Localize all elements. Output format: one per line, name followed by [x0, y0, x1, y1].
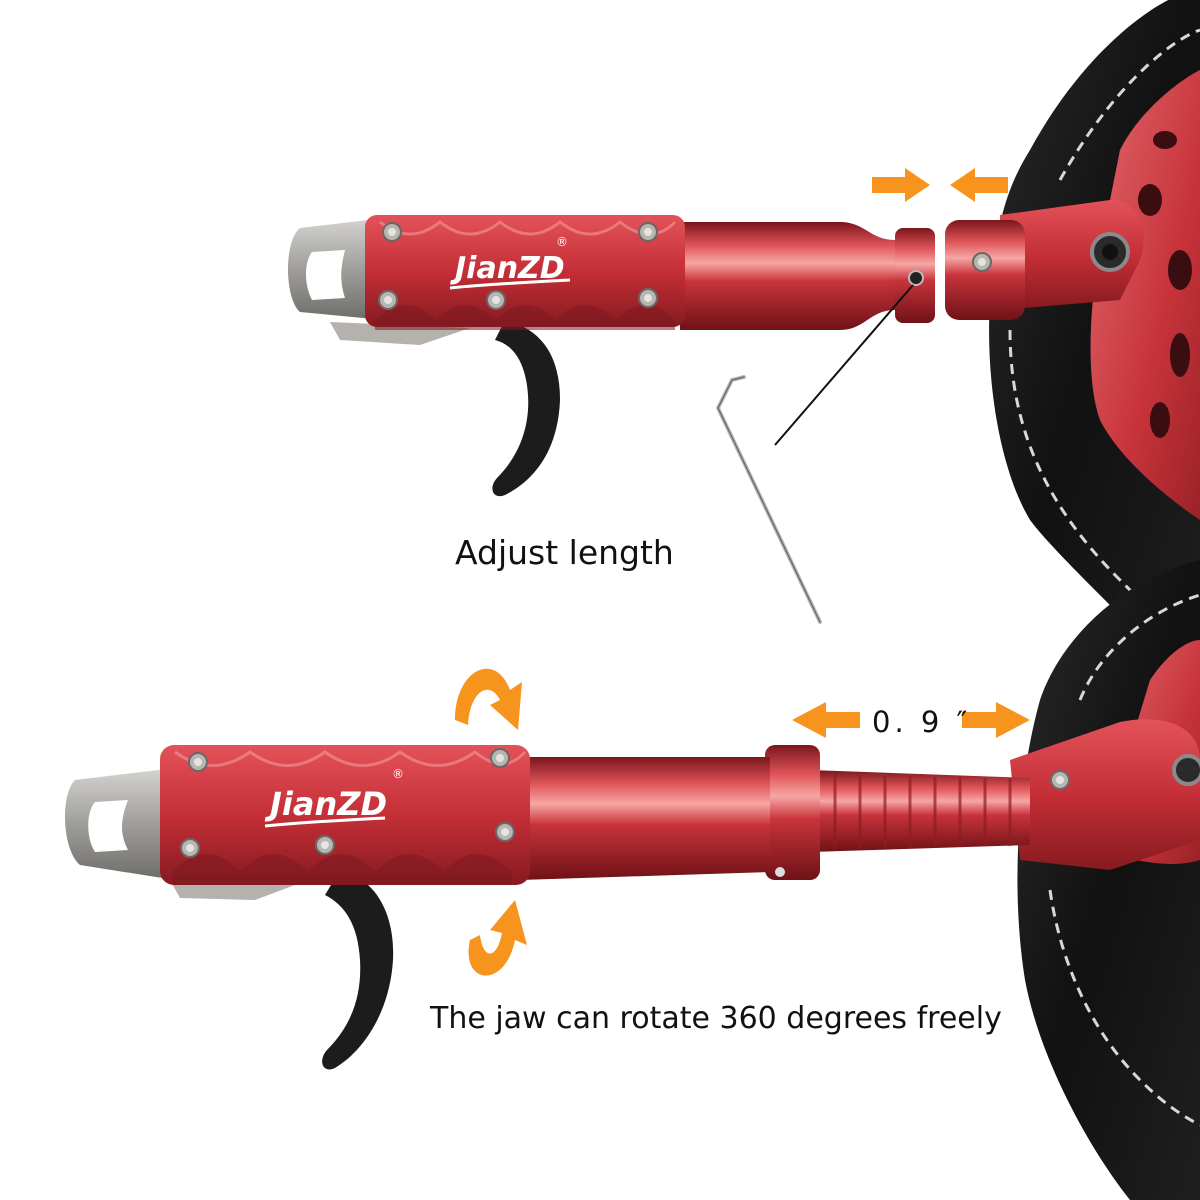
- brand-logo-top: JianZD ®: [449, 235, 571, 290]
- wrist-plate-top: [1090, 70, 1200, 520]
- callout-line: [774, 284, 914, 446]
- circular-rotation-arrows-icon: [455, 668, 527, 976]
- svg-text:JianZD: JianZD: [264, 785, 387, 823]
- jaw-rotation-caption: The jaw can rotate 360 degrees freely: [430, 1001, 1002, 1036]
- extension-measurement-label: 0. 9 ″: [872, 705, 972, 739]
- svg-text:®: ®: [392, 767, 404, 781]
- arrows-pointing-outward-icon: [792, 702, 1030, 738]
- release-aid-top: [287, 200, 1144, 497]
- adjust-length-caption: Adjust length: [455, 533, 674, 572]
- svg-text:®: ®: [556, 235, 568, 249]
- arrows-pointing-inward-icon: [872, 168, 1008, 202]
- brand-logo-bottom: JianZD ®: [264, 767, 404, 828]
- release-aid-bottom: [64, 719, 1200, 1070]
- allen-key-icon: [715, 375, 822, 624]
